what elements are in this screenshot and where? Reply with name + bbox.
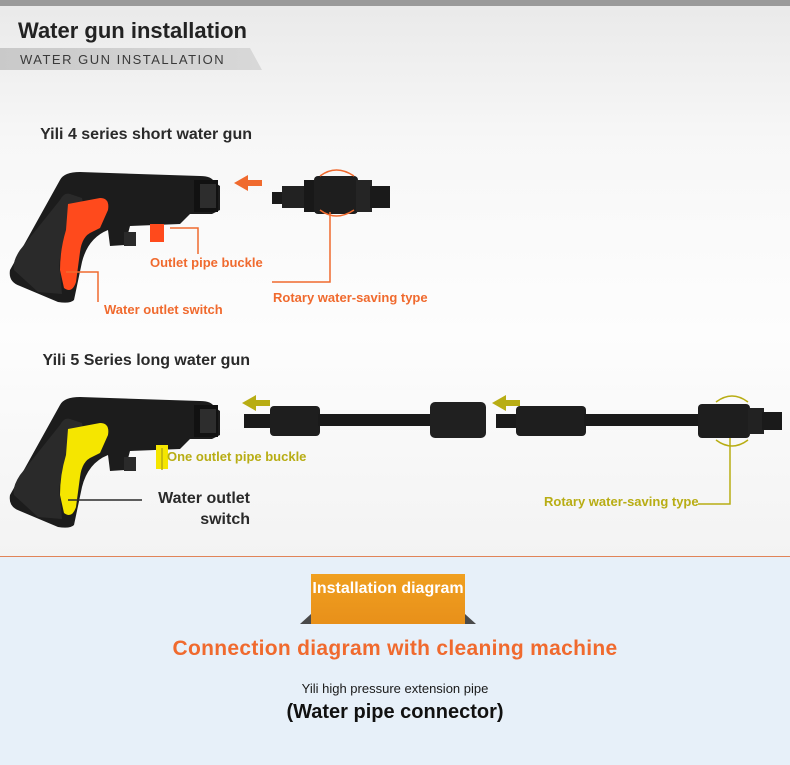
arrow-icon [492,395,520,411]
subtitle-banner [0,48,262,70]
rotary-connector-image [272,169,390,217]
one-outlet-buckle-label: One outlet pipe buckle [167,449,307,464]
connector-caption: (Water pipe connector) [286,701,504,723]
arrow-icon [234,175,262,191]
pipe-caption: Yili high pressure extension pipe [301,681,489,696]
page-title: Water gun installation [18,18,247,43]
arrow-icon [242,395,270,411]
page-subtitle: WATER GUN INSTALLATION [20,52,226,67]
long-water-gun-image [9,397,221,528]
outlet-buckle-label: Outlet pipe buckle [150,255,263,270]
water-outlet-switch-label: Water outlet switch [158,490,250,528]
short-water-gun-image [9,172,221,303]
short-gun-label: Yili 4 series short water gun [40,126,252,143]
rotary-label: Rotary water-saving type [273,290,428,305]
rotary-label-2: Rotary water-saving type [544,494,699,509]
connection-heading: Connection diagram with cleaning machine [172,637,618,660]
top-border [0,0,790,6]
long-gun-label: Yili 5 Series long water gun [42,352,250,369]
installation-badge: Installation diagram [311,574,465,624]
illustration [9,169,782,528]
extension-pipe-image [244,395,782,447]
outlet-switch-label: Water outlet switch [104,302,223,317]
